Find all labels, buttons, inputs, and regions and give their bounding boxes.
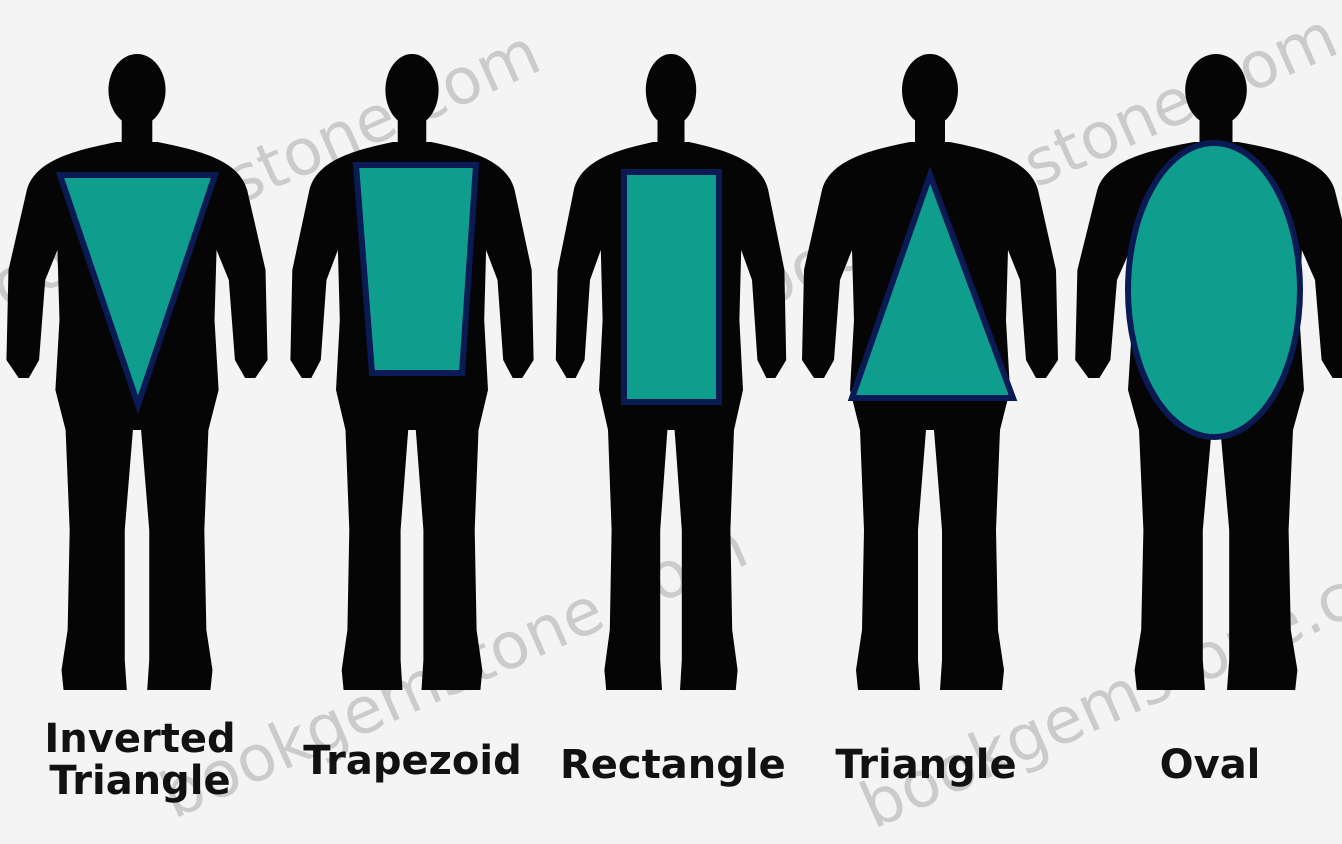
- trapezoid-shape: [356, 165, 476, 373]
- label-rectangle: Rectangle: [560, 744, 785, 786]
- label-trapezoid: Trapezoid: [300, 740, 525, 782]
- label-inverted-triangle-line-2: Triangle: [40, 760, 240, 802]
- figure-trapezoid: [290, 54, 533, 690]
- figure-inverted-triangle: [6, 54, 267, 690]
- figures-svg: [0, 0, 1342, 802]
- label-trapezoid-text: Trapezoid: [300, 740, 525, 782]
- label-inverted-triangle: Inverted Triangle: [40, 718, 240, 802]
- body-shapes-diagram: ookgemstone.com bookgemstone.com bookgem…: [0, 0, 1342, 802]
- label-oval-text: Oval: [1130, 744, 1290, 786]
- label-oval: Oval: [1130, 744, 1290, 786]
- rectangle-shape: [624, 172, 719, 402]
- label-inverted-triangle-line-1: Inverted: [40, 718, 240, 760]
- figure-rectangle: [556, 54, 786, 690]
- label-triangle: Triangle: [826, 744, 1026, 786]
- oval-shape: [1128, 143, 1300, 437]
- figure-triangle: [802, 54, 1058, 690]
- label-triangle-text: Triangle: [826, 744, 1026, 786]
- figure-oval: [1075, 54, 1342, 690]
- label-rectangle-text: Rectangle: [560, 744, 785, 786]
